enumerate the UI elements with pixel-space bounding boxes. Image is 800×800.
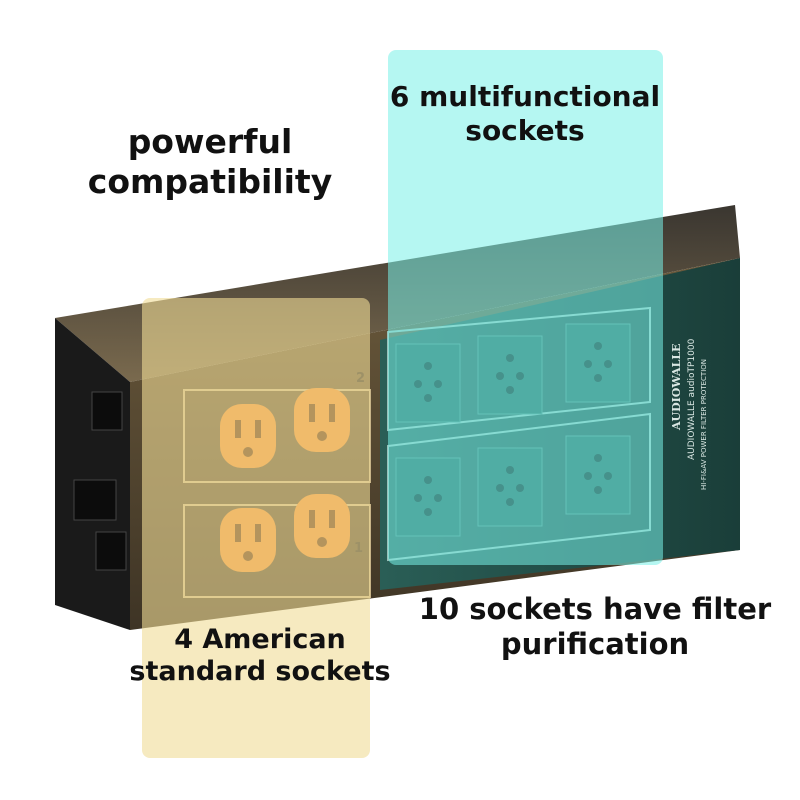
end-cap-port-top bbox=[91, 391, 123, 431]
caption-filter-line-2: purification bbox=[500, 626, 690, 661]
caption-multifunctional-line-2: sockets bbox=[465, 113, 585, 147]
caption-filter-line-1: 10 sockets have filter bbox=[418, 592, 772, 626]
brand-label: AUDIOWALLE bbox=[670, 344, 683, 431]
caption-american: 4 American standard sockets bbox=[120, 624, 400, 689]
end-cap-iec-inlet bbox=[73, 479, 117, 521]
american-highlight-overlay bbox=[142, 298, 370, 758]
caption-multifunctional: 6 multifunctional sockets bbox=[380, 80, 670, 147]
multifunctional-highlight-overlay bbox=[388, 50, 663, 565]
model-label: AUDIOWALLE audioTP1000 bbox=[687, 338, 697, 460]
caption-american-line-2: standard sockets bbox=[129, 656, 391, 688]
caption-compatibility-line-2: compatibility bbox=[87, 161, 333, 201]
caption-american-line-1: 4 American bbox=[174, 624, 346, 655]
caption-multifunctional-line-1: 6 multifunctional bbox=[389, 80, 661, 113]
caption-compatibility-line-1: powerful bbox=[127, 122, 293, 161]
caption-compatibility: powerful compatibility bbox=[60, 122, 360, 201]
caption-filter: 10 sockets have filter purification bbox=[400, 592, 790, 662]
end-cap-port-bottom bbox=[95, 531, 127, 571]
subtitle-label: HI-FI&AV POWER FILTER PROTECTION bbox=[700, 359, 708, 490]
